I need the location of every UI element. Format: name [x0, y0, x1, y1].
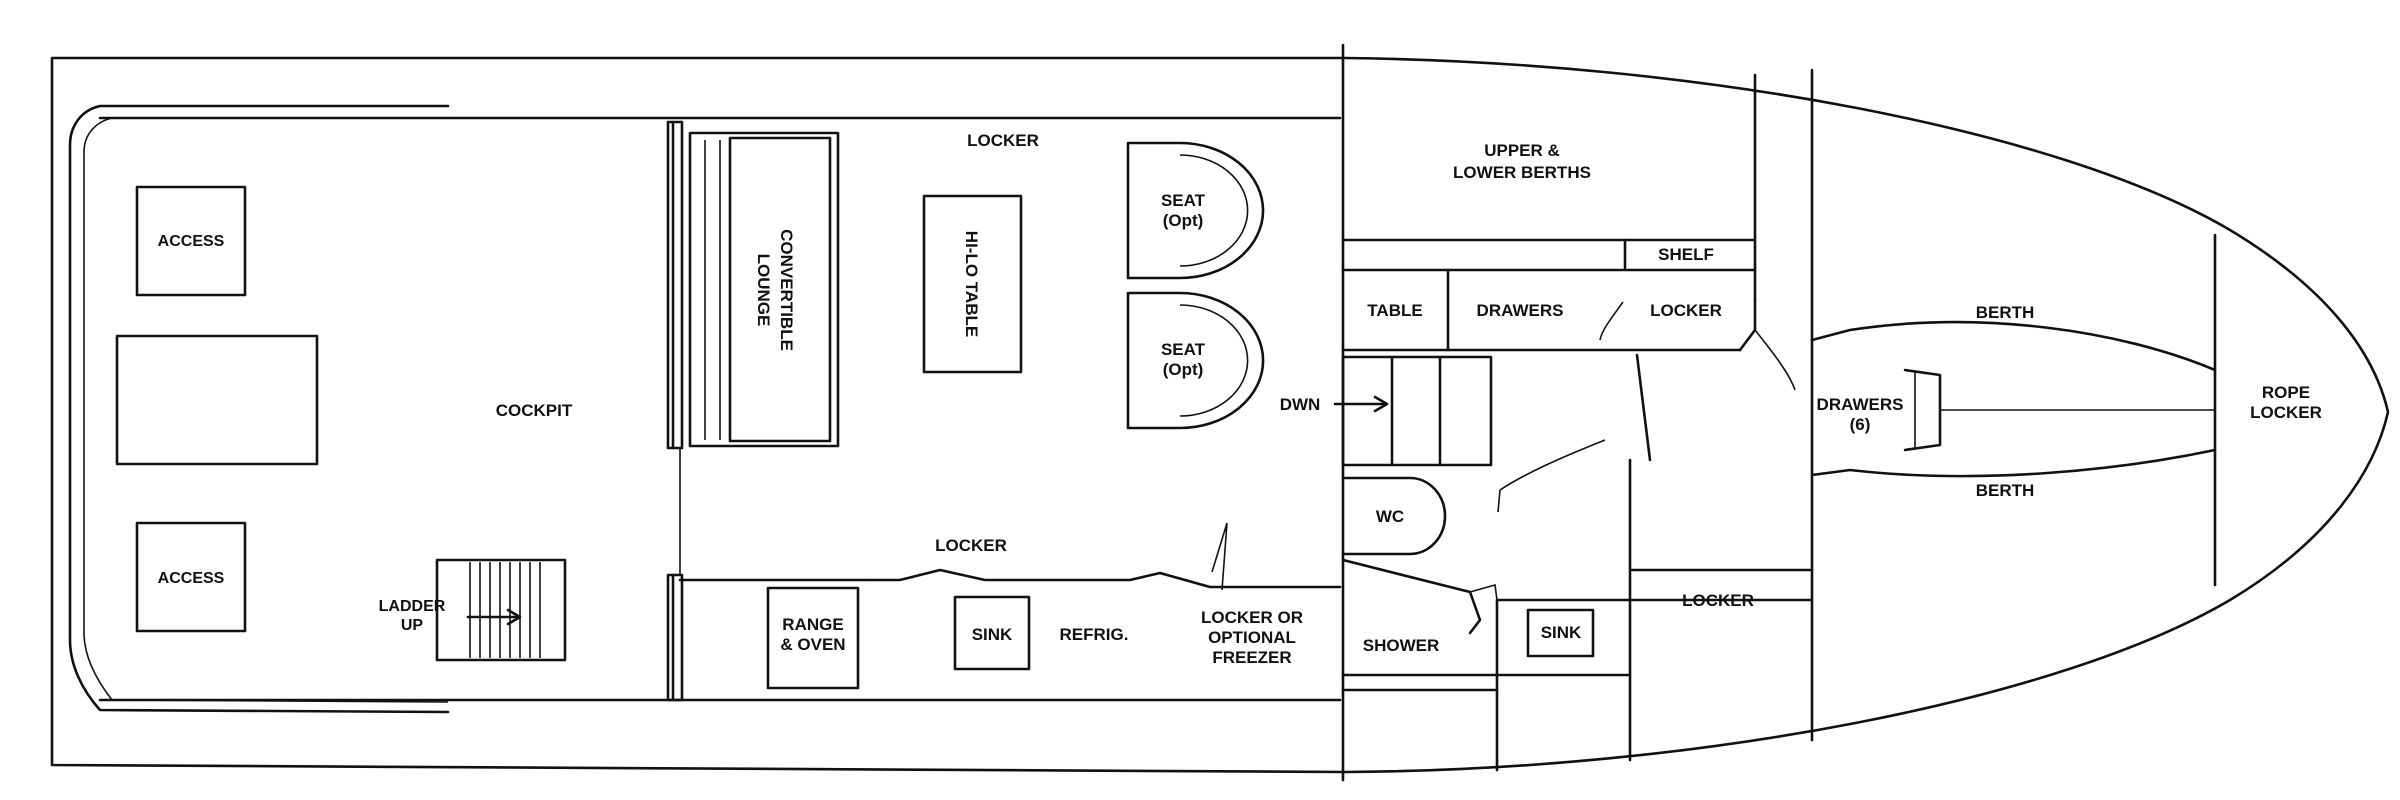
hilo-table-label: HI-LO TABLE [962, 231, 981, 337]
seat-upper [1126, 141, 1265, 280]
drawers-fwd-label-1: DRAWERS [1817, 395, 1904, 414]
upper-berths-label-2: LOWER BERTHS [1453, 163, 1591, 182]
ladder-label-1: LADDER [379, 598, 446, 615]
locker-top-label: LOCKER [967, 131, 1039, 150]
drawers-mid-label: DRAWERS [1477, 301, 1564, 320]
rope-locker-label-2: LOCKER [2250, 403, 2322, 422]
bulkhead-aft-post-bottom [666, 573, 684, 702]
transom-rail-inner [83, 117, 449, 703]
mid-divider [1635, 353, 1652, 462]
locker-lower-label: LOCKER [1682, 591, 1754, 610]
upper-berths-label-1: UPPER & [1484, 141, 1560, 160]
ladder-label-2: UP [401, 617, 424, 634]
seat-2-label: SEAT [1161, 340, 1206, 359]
freezer-door-swing [1211, 522, 1228, 591]
access-upper-label: ACCESS [158, 233, 225, 250]
range-label-2: & OVEN [780, 635, 845, 654]
stairs-down [1333, 355, 1493, 467]
range-label-1: RANGE [782, 615, 843, 634]
freezer-label-3: FREEZER [1212, 648, 1291, 667]
galley-sink-label: SINK [972, 625, 1013, 644]
drawers-fwd-cabinet [1903, 368, 1942, 452]
vberth-upper-edge [1810, 320, 2217, 372]
shower-label: SHOWER [1363, 636, 1440, 655]
galley-locker-label: LOCKER [935, 536, 1007, 555]
convertible-label-2: LOUNGE [754, 254, 773, 327]
vberth-lower-edge [1810, 448, 2217, 478]
hull-outline [50, 56, 2390, 774]
wc-door-swing [1497, 439, 1606, 513]
seat-1-opt-label: (Opt) [1163, 211, 1204, 230]
head-divider [1341, 558, 1482, 635]
drawers-fwd-swing [1754, 329, 1796, 391]
seat-1-label: SEAT [1161, 191, 1206, 210]
locker-mid-label: LOCKER [1650, 301, 1722, 320]
galley-sink [953, 595, 1031, 671]
refrig-label: REFRIG. [1060, 625, 1129, 644]
range-oven [766, 586, 860, 690]
convertible-lounge [688, 131, 840, 448]
ladder [435, 558, 567, 662]
transom-rail-outer [68, 104, 450, 714]
drawers-swing [1599, 301, 1624, 341]
bulkhead-aft-post-top [666, 120, 684, 450]
table-label: TABLE [1367, 301, 1422, 320]
galley-counter [678, 568, 1342, 589]
hilo-table [922, 194, 1023, 374]
seat-lower [1126, 291, 1265, 430]
convertible-label-1: CONVERTIBLE [777, 229, 796, 351]
freezer-label-2: OPTIONAL [1208, 628, 1296, 647]
access-hatch-upper [135, 185, 247, 297]
shelf-label: SHELF [1658, 245, 1714, 264]
engine-hatch [115, 334, 319, 466]
wc-fixture [1341, 476, 1447, 556]
cockpit-label: COCKPIT [496, 401, 573, 420]
berth-upper-label: BERTH [1976, 303, 2035, 322]
wc-label: WC [1376, 507, 1404, 526]
rope-locker-label-1: ROPE [2262, 383, 2310, 402]
shower-door [1469, 583, 1498, 601]
head-sink-label: SINK [1541, 623, 1582, 642]
drawers-fwd-label-2: (6) [1850, 415, 1871, 434]
fwd-corner-angle [1738, 298, 1757, 352]
seat-2-opt-label: (Opt) [1163, 360, 1204, 379]
access-hatch-lower [135, 521, 247, 633]
access-lower-label: ACCESS [158, 570, 225, 587]
freezer-label-1: LOCKER OR [1201, 608, 1303, 627]
head-sink [1526, 608, 1595, 658]
dwn-label: DWN [1280, 395, 1321, 414]
berth-lower-label: BERTH [1976, 481, 2035, 500]
